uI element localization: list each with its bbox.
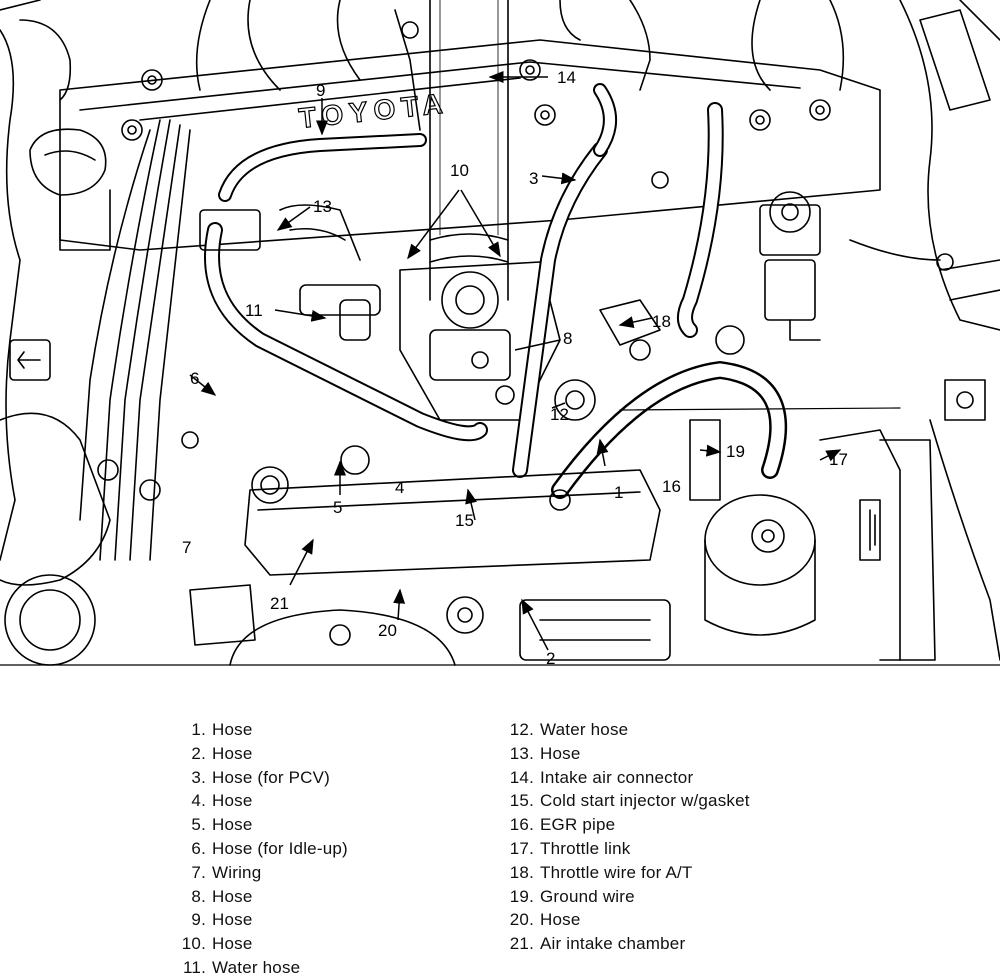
legend-label: Hose bbox=[540, 743, 581, 763]
callout-7: 7 bbox=[182, 538, 191, 557]
legend-item: 20. Hose bbox=[500, 908, 750, 932]
legend-item: 19. Ground wire bbox=[500, 885, 750, 909]
legend-label: Cold start injector w/gasket bbox=[540, 791, 750, 811]
legend-label: Hose (for PCV) bbox=[212, 767, 331, 787]
legend-item: 10. Hose bbox=[172, 932, 348, 956]
legend-item: 16. EGR pipe bbox=[500, 813, 750, 837]
legend-label: EGR pipe bbox=[540, 815, 616, 835]
legend-item: 3. Hose (for PCV) bbox=[172, 766, 348, 790]
legend-number: 3. bbox=[191, 767, 206, 787]
legend-item: 4. Hose bbox=[172, 789, 348, 813]
callout-19: 19 bbox=[726, 442, 745, 461]
legend-number: 12. bbox=[509, 720, 534, 739]
legend-item: 15. Cold start injector w/gasket bbox=[500, 789, 750, 813]
callout-2: 2 bbox=[546, 649, 555, 668]
callout-13: 13 bbox=[313, 197, 332, 216]
callout-18: 18 bbox=[652, 312, 671, 331]
legend-number: 10. bbox=[181, 934, 206, 954]
legend-number: 2. bbox=[191, 743, 206, 763]
legend-label: Hose (for Idle-up) bbox=[212, 838, 348, 858]
callout-6: 6 bbox=[190, 369, 199, 388]
legend-number: 5. bbox=[191, 815, 206, 835]
legend-label: Ground wire bbox=[540, 886, 635, 906]
legend-number: 9. bbox=[191, 910, 206, 930]
legend-item: 13. Hose bbox=[500, 742, 750, 766]
callout-20: 20 bbox=[378, 621, 397, 640]
callout-12: 12 bbox=[550, 405, 569, 424]
legend-number: 1. bbox=[191, 720, 206, 739]
legend-number: 17. bbox=[509, 838, 534, 858]
legend-number: 19. bbox=[509, 886, 534, 906]
callout-4: 4 bbox=[395, 478, 404, 497]
callout-5: 5 bbox=[333, 498, 342, 517]
legend-right: 12. Water hose 13. Hose 14. Intake air conn… bbox=[500, 718, 750, 956]
legend-item: 18. Throttle wire for A/T bbox=[500, 861, 750, 885]
legend-item: 17. Throttle link bbox=[500, 837, 750, 861]
legend-item: 5. Hose bbox=[172, 813, 348, 837]
legend-number: 4. bbox=[191, 791, 206, 811]
callouts: 1 2 3 4 5 6 7 8 9 10 11 12 13 14 15 16 1… bbox=[182, 68, 848, 668]
legend-number: 7. bbox=[191, 862, 206, 882]
legend-label: Hose bbox=[212, 934, 253, 954]
legend-label: Hose bbox=[212, 743, 253, 763]
legend-label: Hose bbox=[540, 910, 581, 930]
engine-diagram: TOYOTA 1 2 3 4 5 6 7 8 9 10 11 12 13 bbox=[0, 0, 1000, 668]
legend-item: 8. Hose bbox=[172, 885, 348, 909]
callout-8: 8 bbox=[563, 329, 572, 348]
legend-number: 11. bbox=[183, 957, 206, 977]
legend-number: 15. bbox=[509, 791, 534, 811]
callout-15: 15 bbox=[455, 511, 474, 530]
legend-label: Wiring bbox=[212, 862, 262, 882]
legend-number: 16. bbox=[509, 815, 534, 835]
callout-16: 16 bbox=[662, 477, 681, 496]
legend-label: Hose bbox=[212, 910, 253, 930]
legend-label: Hose bbox=[212, 720, 253, 739]
callout-1: 1 bbox=[614, 483, 623, 502]
callout-3: 3 bbox=[529, 169, 538, 188]
legend-left: 1. Hose 2. Hose 3. Hose (for PCV) 4. Hose 5.… bbox=[172, 718, 348, 980]
callout-10: 10 bbox=[450, 161, 469, 180]
legend-item: 2. Hose bbox=[172, 742, 348, 766]
callout-14: 14 bbox=[557, 68, 576, 87]
legend-label: Throttle wire for A/T bbox=[540, 862, 693, 882]
legend-label: Throttle link bbox=[540, 838, 631, 858]
leader-lines bbox=[189, 71, 842, 651]
legend-number: 20. bbox=[509, 910, 534, 930]
engine-illustration bbox=[0, 0, 1000, 666]
legend-item: 21. Air intake chamber bbox=[500, 932, 750, 956]
legend-number: 18. bbox=[509, 862, 534, 882]
legend-item: 1. Hose bbox=[172, 718, 348, 742]
legend-label: Intake air connector bbox=[540, 767, 694, 787]
callout-9: 9 bbox=[316, 81, 325, 100]
legend-item: 7. Wiring bbox=[172, 861, 348, 885]
legend-label: Hose bbox=[212, 815, 253, 835]
legend-number: 21. bbox=[509, 934, 534, 954]
legend-label: Hose bbox=[212, 886, 253, 906]
legend-item: 6. Hose (for Idle-up) bbox=[172, 837, 348, 861]
legend-number: 6. bbox=[191, 838, 206, 858]
legend-number: 8. bbox=[191, 886, 206, 906]
legend-label: Water hose bbox=[212, 957, 301, 977]
legend-label: Water hose bbox=[540, 720, 629, 739]
legend-item: 14. Intake air connector bbox=[500, 766, 750, 790]
callout-21: 21 bbox=[270, 594, 289, 613]
legend-label: Air intake chamber bbox=[540, 934, 686, 954]
legend-label: Hose bbox=[212, 791, 253, 811]
callout-17: 17 bbox=[829, 450, 848, 469]
legend-number: 13. bbox=[509, 743, 534, 763]
legend-item: 12. Water hose bbox=[500, 718, 750, 742]
legend-item: 9. Hose bbox=[172, 908, 348, 932]
legend-item: 11. Water hose bbox=[172, 956, 348, 980]
callout-11: 11 bbox=[245, 301, 263, 320]
legend-number: 14. bbox=[509, 767, 534, 787]
